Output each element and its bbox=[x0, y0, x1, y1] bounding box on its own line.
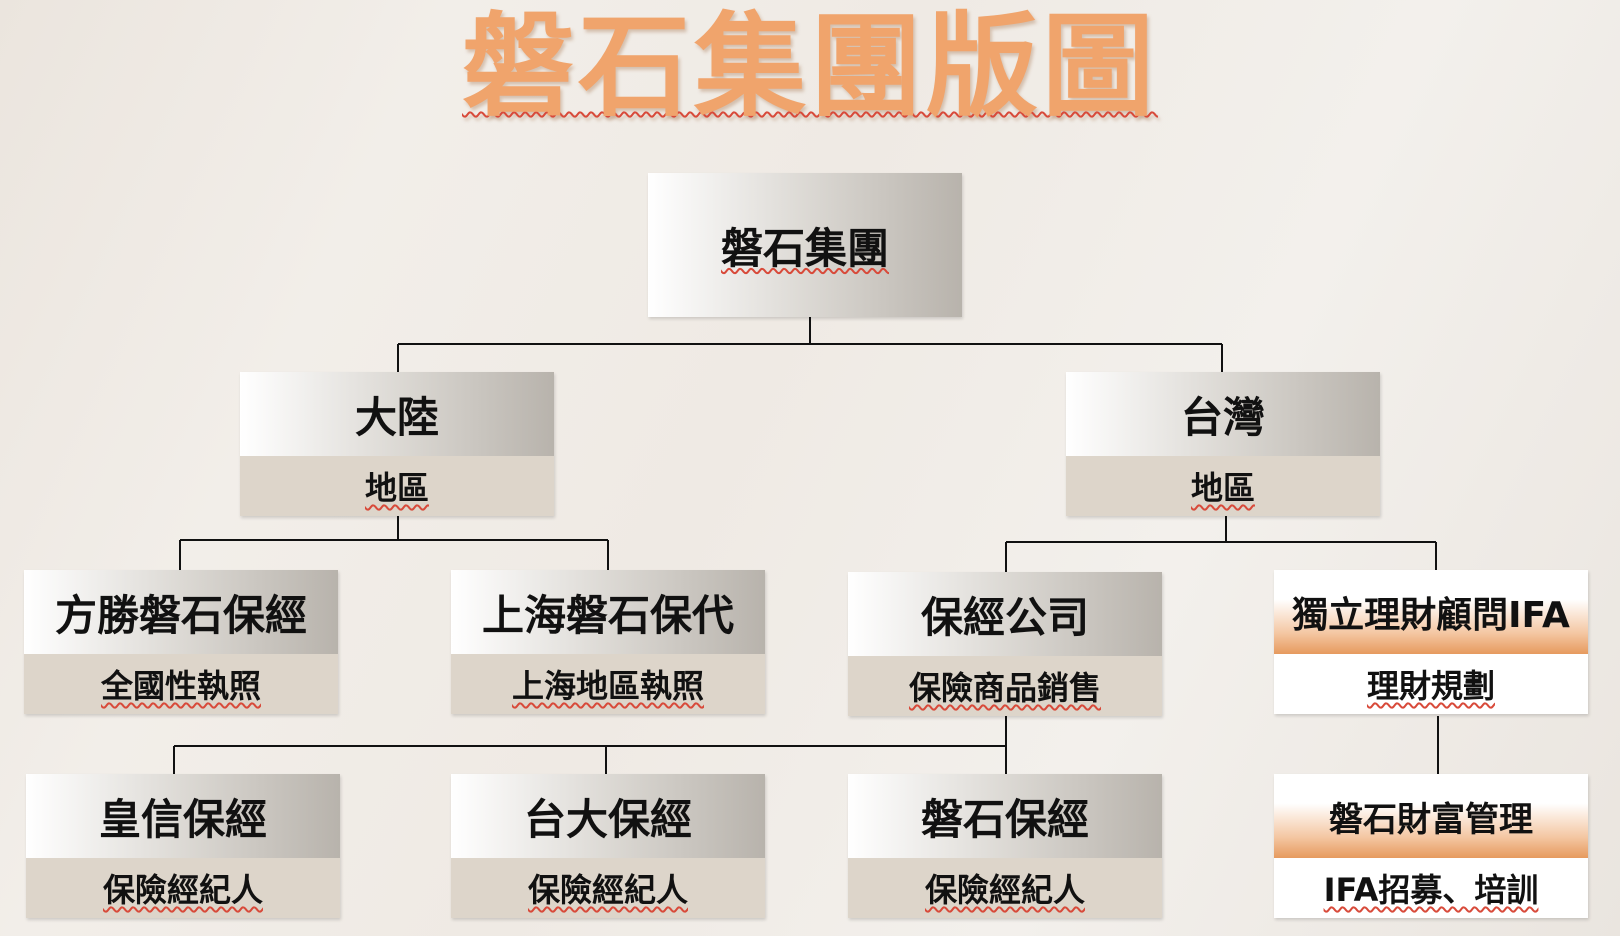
node-broker-company: 保經公司 保險商品銷售 bbox=[848, 572, 1162, 716]
node-sublabel: 保險經紀人 bbox=[527, 871, 688, 909]
node-panshi-group: 磐石集團 bbox=[648, 173, 962, 317]
node-label: 磐石財富管理 bbox=[1329, 799, 1533, 840]
node-label: 大陸 bbox=[354, 392, 439, 442]
connector-mainland bbox=[179, 516, 609, 570]
node-fangsheng-panshi-broker: 方勝磐石保經 全國性執照 bbox=[24, 570, 338, 714]
connector-root-regions bbox=[397, 317, 1223, 372]
node-panshi-broker: 磐石保經 保險經紀人 bbox=[848, 774, 1162, 918]
node-panshi-wealth-management: 磐石財富管理 IFA招募、培訓 bbox=[1274, 774, 1588, 918]
node-label: 方勝磐石保經 bbox=[54, 590, 307, 640]
node-label: 保經公司 bbox=[920, 592, 1089, 642]
node-label: 上海磐石保代 bbox=[481, 590, 734, 640]
node-label: 獨立理財顧問IFA bbox=[1292, 595, 1570, 636]
node-sublabel: IFA招募、培訓 bbox=[1323, 871, 1539, 909]
node-shanghai-panshi-agency: 上海磐石保代 上海地區執照 bbox=[451, 570, 765, 714]
node-sublabel: 地區 bbox=[364, 469, 429, 507]
node-taida-broker: 台大保經 保險經紀人 bbox=[451, 774, 765, 918]
node-taiwan: 台灣 地區 bbox=[1066, 372, 1380, 516]
node-sublabel: 保險經紀人 bbox=[102, 871, 263, 909]
node-label: 皇信保經 bbox=[98, 794, 267, 844]
node-label: 台灣 bbox=[1180, 392, 1265, 442]
page-title: 磐石集團版圖 bbox=[462, 2, 1158, 132]
connector-broker bbox=[173, 716, 1007, 774]
node-sublabel: 上海地區執照 bbox=[511, 667, 704, 705]
node-sublabel: 地區 bbox=[1190, 469, 1255, 507]
node-sublabel: 全國性執照 bbox=[100, 667, 261, 705]
node-mainland: 大陸 地區 bbox=[240, 372, 554, 516]
node-sublabel: 理財規劃 bbox=[1366, 667, 1495, 705]
node-label: 磐石保經 bbox=[920, 794, 1089, 844]
node-label: 台大保經 bbox=[523, 794, 692, 844]
node-label: 磐石集團 bbox=[720, 223, 889, 273]
node-huangxin-broker: 皇信保經 保險經紀人 bbox=[26, 774, 340, 918]
connector-taiwan bbox=[1005, 516, 1437, 572]
node-ifa: 獨立理財顧問IFA 理財規劃 bbox=[1274, 570, 1588, 714]
node-sublabel: 保險經紀人 bbox=[924, 871, 1085, 909]
node-sublabel: 保險商品銷售 bbox=[908, 669, 1101, 707]
